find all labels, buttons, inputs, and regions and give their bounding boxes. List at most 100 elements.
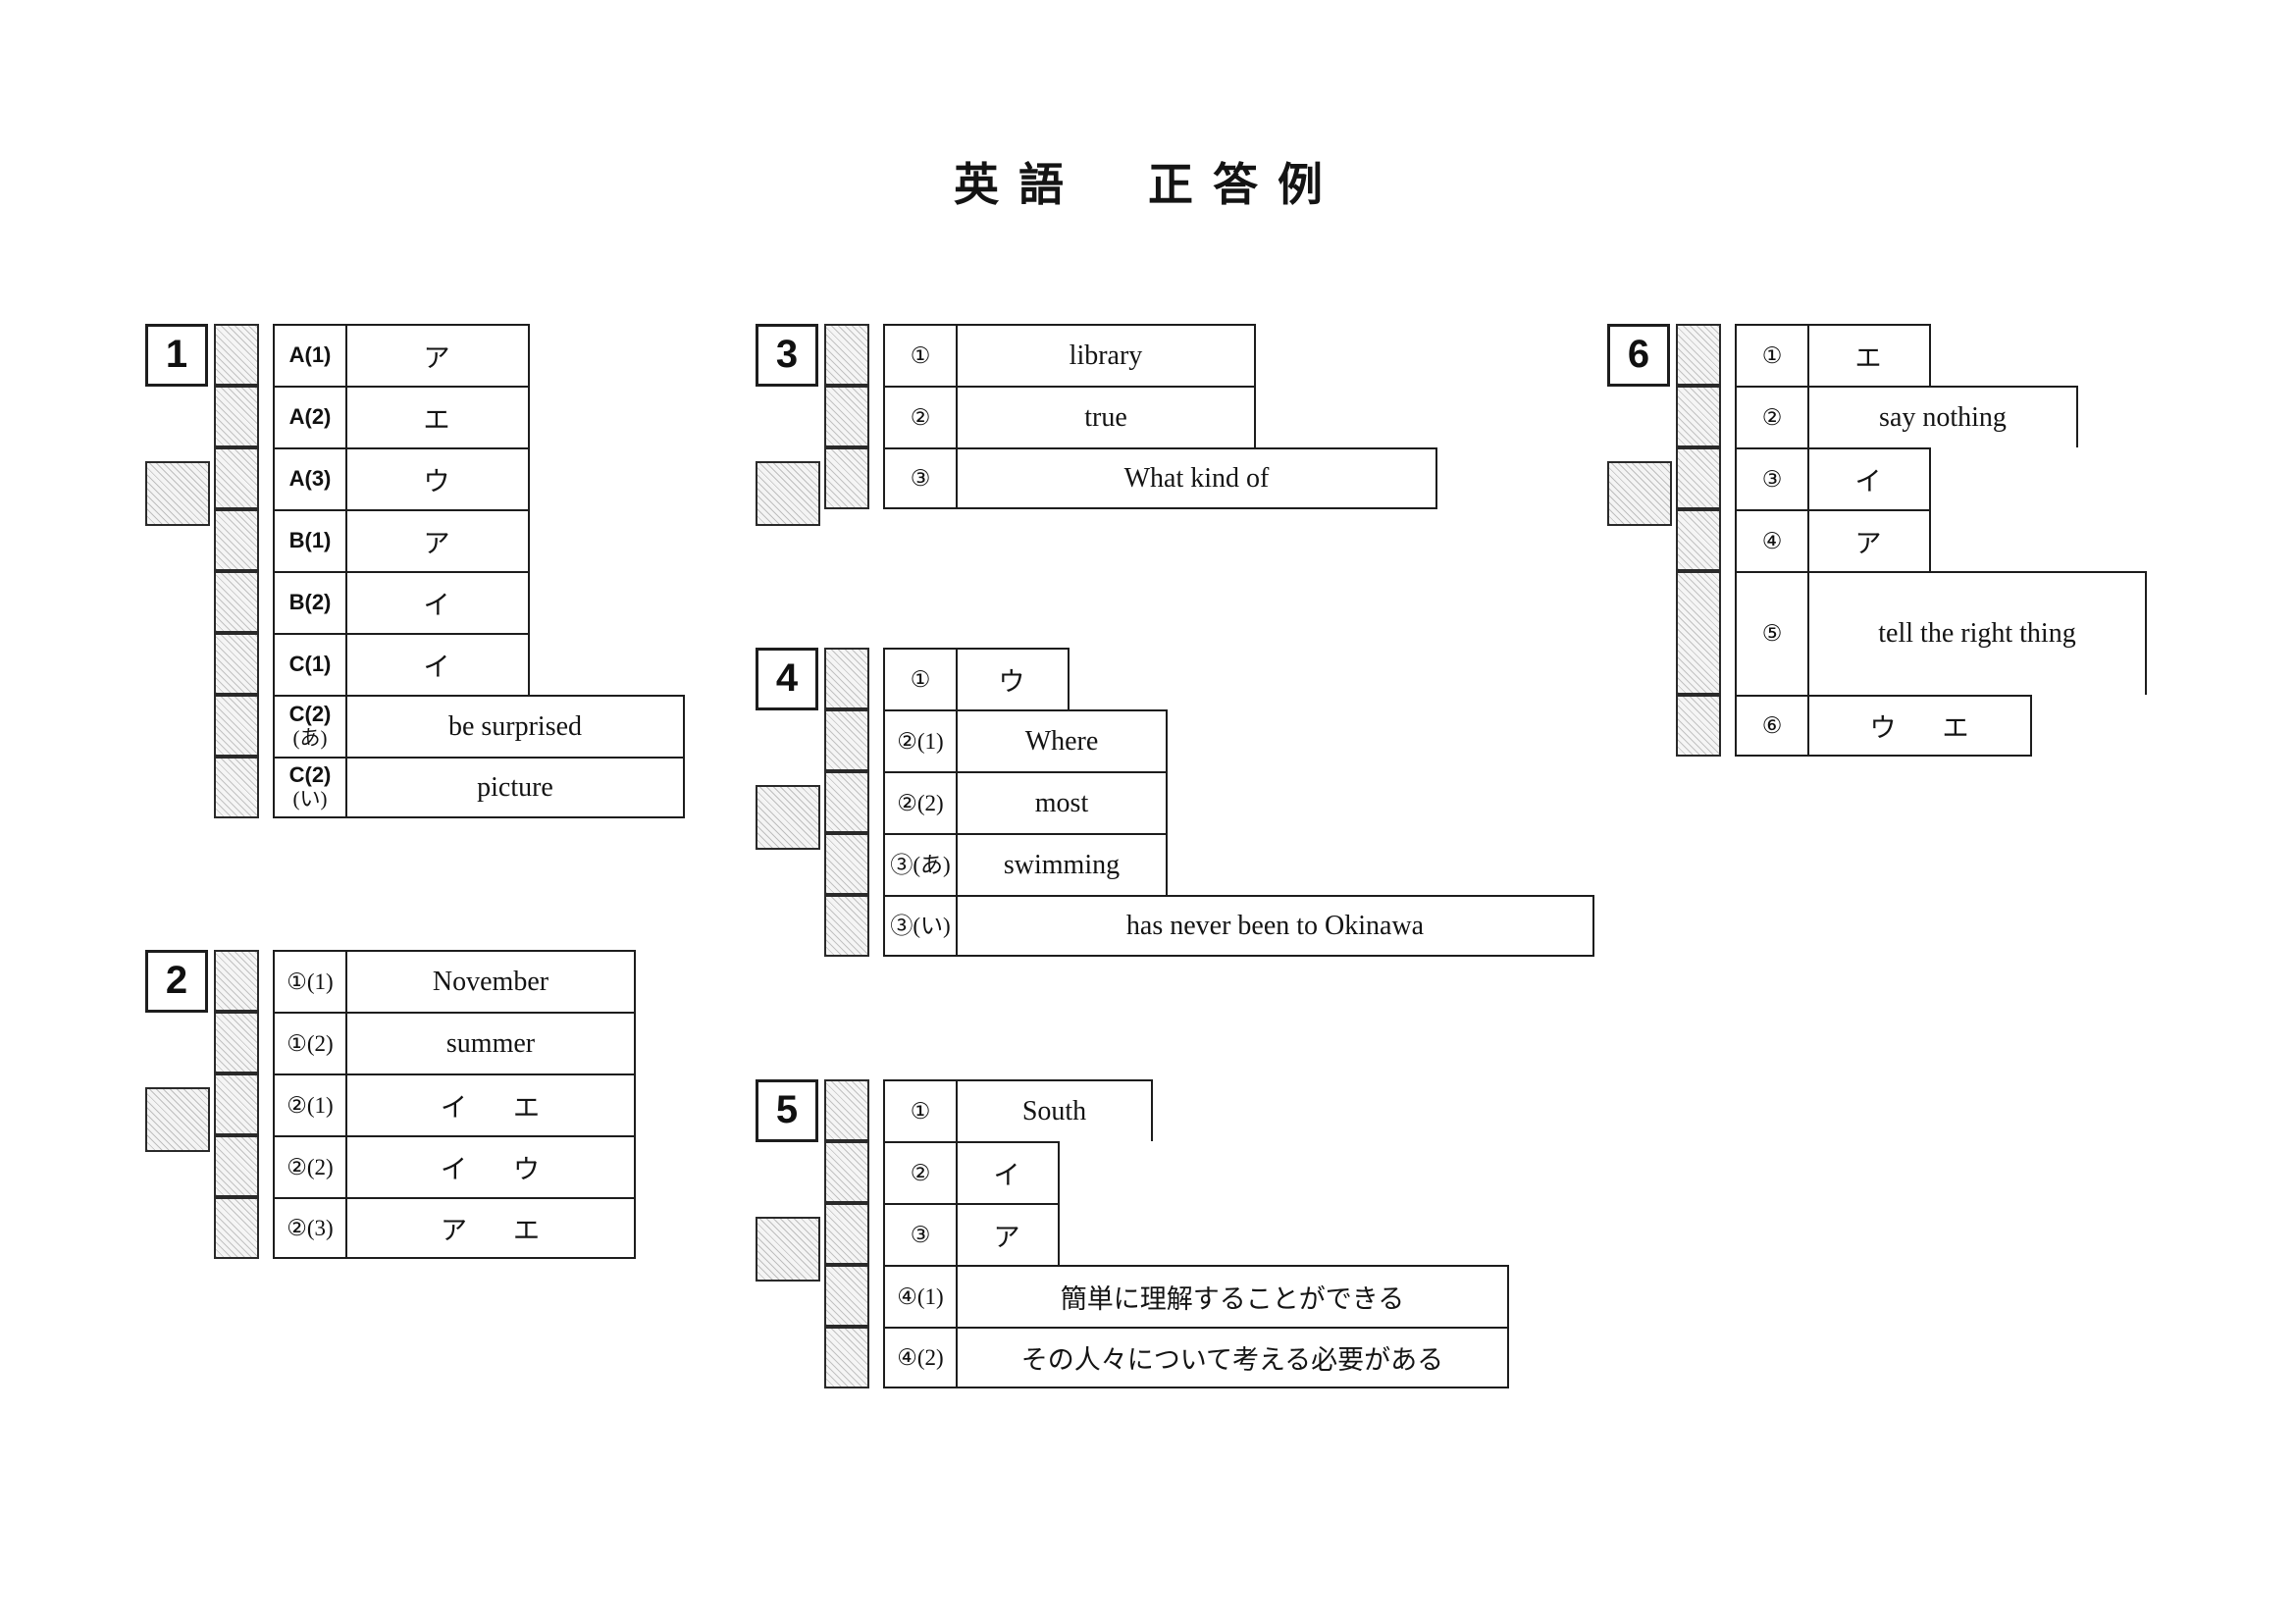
row-label: ⑤: [1737, 573, 1809, 695]
row-label: ②: [885, 388, 958, 447]
row-label-secondary: (あ): [292, 726, 328, 751]
answer-value: South: [1021, 1095, 1087, 1126]
row-label: ③: [885, 1205, 958, 1265]
answer-value: November: [432, 966, 549, 997]
score-strip-cell[interactable]: [214, 571, 259, 633]
row-label: ④(2): [885, 1329, 958, 1387]
table-row: A(2)エ: [273, 386, 530, 447]
score-strip-cell[interactable]: [824, 1203, 869, 1265]
score-strip-cell[interactable]: [214, 1073, 259, 1135]
row-label-primary: ④(2): [897, 1344, 944, 1370]
score-strip-cell[interactable]: [214, 633, 259, 695]
section-number-box-1: 1: [145, 324, 208, 387]
answer-value: picture: [477, 771, 553, 803]
section-number-box-3: 3: [756, 324, 818, 387]
score-strip-cell[interactable]: [824, 895, 869, 957]
score-strip-cell[interactable]: [214, 386, 259, 447]
row-label: ③(い): [885, 897, 958, 955]
score-strip-cell[interactable]: [214, 509, 259, 571]
row-label-primary: ②(1): [287, 1092, 334, 1118]
row-label: ③: [885, 449, 958, 507]
row-label-primary: C(2): [288, 702, 332, 727]
row-label: ④(1): [885, 1267, 958, 1327]
answer-value: ア: [423, 343, 452, 374]
score-strip-cell[interactable]: [1676, 571, 1721, 695]
score-strip-cell[interactable]: [824, 1327, 869, 1388]
score-strip-cell[interactable]: [824, 324, 869, 386]
row-label: A(1): [275, 326, 347, 386]
row-label-primary: ②: [910, 404, 931, 430]
score-strip-cell[interactable]: [1676, 509, 1721, 571]
score-box-6[interactable]: [1607, 461, 1672, 526]
answer-choice-first: イ: [441, 1093, 468, 1124]
row-label-primary: B(2): [288, 590, 332, 615]
row-label: ②(1): [885, 711, 958, 771]
section-number-box-4: 4: [756, 648, 818, 710]
score-strip-cell[interactable]: [824, 1265, 869, 1327]
answer-value: ア: [423, 529, 452, 559]
answer-value: Where: [1024, 725, 1099, 757]
row-label-primary: ④: [1761, 528, 1783, 553]
table-row: C(2)(い) picture: [273, 757, 685, 818]
row-label-primary: A(2): [288, 404, 332, 430]
score-strip-cell[interactable]: [1676, 447, 1721, 509]
table-row: ②(1) Where: [883, 709, 1168, 771]
score-box-1[interactable]: [145, 461, 210, 526]
score-strip-cell[interactable]: [214, 757, 259, 818]
row-label-primary: ②(3): [287, 1215, 334, 1240]
table-row: ②(1) イ エ: [273, 1073, 636, 1135]
score-strip-cell[interactable]: [824, 833, 869, 895]
answer-value: say nothing: [1879, 401, 2007, 433]
score-strip-cell[interactable]: [214, 1197, 259, 1259]
row-label-primary: A(3): [288, 466, 332, 492]
score-strip-cell[interactable]: [214, 695, 259, 757]
score-strip-cell[interactable]: [824, 1079, 869, 1141]
score-strip-cell[interactable]: [824, 447, 869, 509]
score-strip-cell[interactable]: [214, 324, 259, 386]
answer-value: イ: [423, 653, 452, 683]
row-label-primary: ③: [910, 1222, 931, 1247]
score-strip-cell[interactable]: [1676, 695, 1721, 757]
answer-choice-second: ウ: [513, 1155, 541, 1185]
score-strip-cell[interactable]: [824, 386, 869, 447]
row-label: ①(2): [275, 1014, 347, 1073]
table-row: ④(1)簡単に理解することができる: [883, 1265, 1509, 1327]
score-strip-cell[interactable]: [214, 447, 259, 509]
row-label-primary: ②: [910, 1160, 931, 1185]
row-label: ③: [1737, 449, 1809, 509]
score-strip-cell[interactable]: [214, 1012, 259, 1073]
row-label-primary: ①(1): [287, 969, 334, 994]
score-strip-cell[interactable]: [214, 950, 259, 1012]
score-strip-cell[interactable]: [824, 648, 869, 709]
score-box-3[interactable]: [756, 461, 820, 526]
answer-choice-second: エ: [513, 1216, 541, 1246]
score-strip-cell[interactable]: [824, 709, 869, 771]
score-strip-cell[interactable]: [1676, 324, 1721, 386]
row-label-primary: ②(2): [897, 790, 944, 815]
row-label: ②(2): [275, 1137, 347, 1197]
score-box-2[interactable]: [145, 1087, 210, 1152]
score-strip-cell[interactable]: [824, 1141, 869, 1203]
answer-value: イ: [423, 591, 452, 621]
row-label: ③(あ): [885, 835, 958, 895]
score-strip-cell[interactable]: [214, 1135, 259, 1197]
answer-value: library: [1069, 340, 1143, 371]
row-label-primary: ②(1): [897, 728, 944, 754]
score-strip-cell[interactable]: [1676, 386, 1721, 447]
row-label: ②: [1737, 388, 1809, 447]
answer-value: summer: [445, 1027, 536, 1059]
table-row: ①(2) summer: [273, 1012, 636, 1073]
row-label-primary: ①: [1761, 342, 1783, 368]
answer-choice-second: エ: [513, 1093, 541, 1124]
row-label-primary: A(1): [288, 342, 332, 368]
score-box-4[interactable]: [756, 785, 820, 850]
score-box-5[interactable]: [756, 1217, 820, 1282]
section-number-box-5: 5: [756, 1079, 818, 1142]
score-strip-cell[interactable]: [824, 771, 869, 833]
row-label: C(2)(い): [275, 759, 347, 816]
